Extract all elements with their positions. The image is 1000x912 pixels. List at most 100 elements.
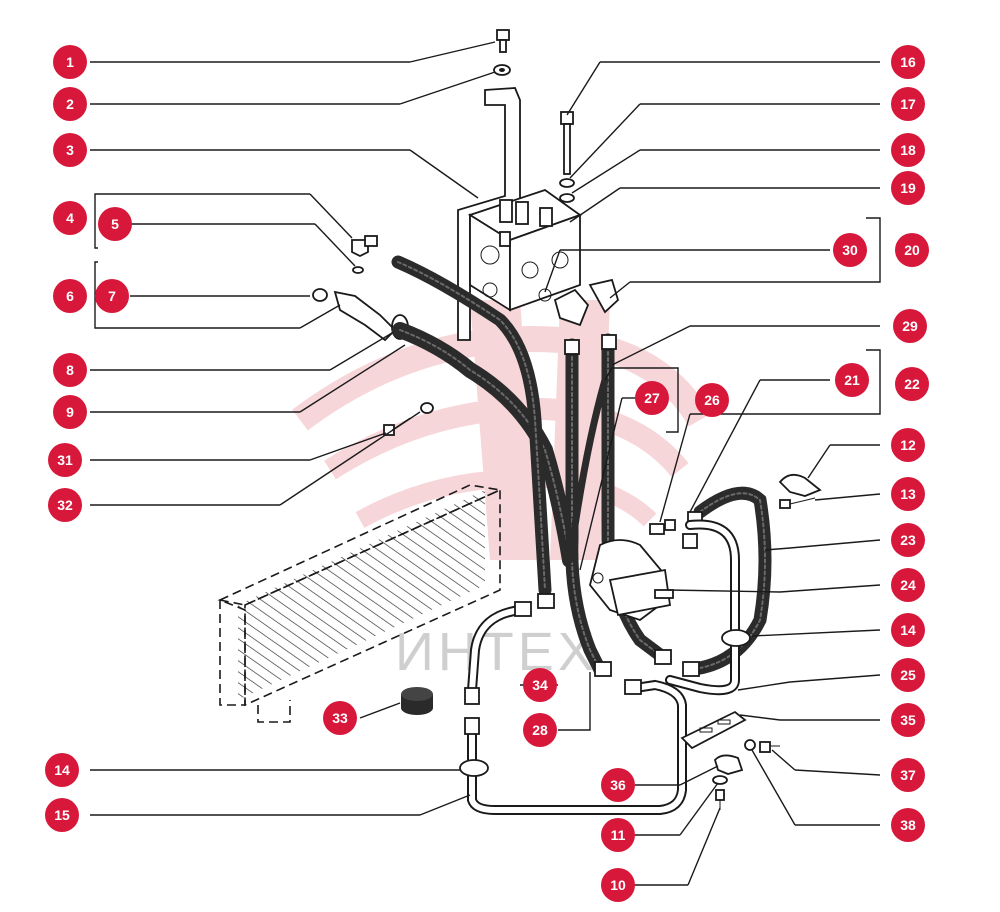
- callout-circle: [523, 668, 557, 702]
- callout-number: 26: [704, 392, 720, 408]
- callout-badge: 14: [891, 613, 925, 647]
- washer-11: [712, 775, 728, 785]
- callout-circle: [891, 477, 925, 511]
- callout-circle: [53, 87, 87, 121]
- washers-17-18: [559, 178, 575, 203]
- plate-35: [680, 710, 747, 750]
- callout-badge: 31: [48, 443, 82, 477]
- callout-number: 6: [66, 288, 74, 304]
- callout-circle: [53, 133, 87, 167]
- callout-circle: [891, 613, 925, 647]
- callout-badge: 4: [53, 201, 87, 235]
- clamp-36: [713, 754, 744, 775]
- callout-badge: 12: [891, 428, 925, 462]
- callout-badge: 3: [53, 133, 87, 167]
- callout-number: 30: [842, 242, 858, 258]
- callout-circle: [53, 279, 87, 313]
- callout-badge: 27: [635, 381, 669, 415]
- callout-number: 20: [904, 242, 920, 258]
- elbow-fittings-20: [553, 278, 620, 355]
- callout-badge: 26: [695, 383, 729, 417]
- o-ring-7: [312, 288, 328, 302]
- bolt-13: [779, 497, 816, 509]
- leader-lines: [90, 41, 881, 886]
- bolt-1: [496, 29, 510, 53]
- callout-circle: [891, 87, 925, 121]
- callout-badge: 9: [53, 395, 87, 429]
- elbow-fitting-4: [351, 235, 378, 274]
- callout-badge: 5: [98, 207, 132, 241]
- callout-badge: 28: [523, 713, 557, 747]
- callout-circle: [891, 758, 925, 792]
- callout-number: 33: [332, 710, 348, 726]
- callout-circle: [45, 798, 79, 832]
- callout-number: 16: [900, 54, 916, 70]
- callout-number: 21: [844, 372, 860, 388]
- cap-33: [401, 687, 433, 715]
- callout-badge: 22: [895, 367, 929, 401]
- callout-number: 38: [900, 817, 916, 833]
- pipe-15: [459, 679, 687, 815]
- hose-8: [391, 255, 552, 597]
- callout-badge: 24: [891, 568, 925, 602]
- callout-badge: 15: [45, 798, 79, 832]
- callout-circle: [833, 233, 867, 267]
- callout-number: 34: [532, 677, 548, 693]
- callout-circle: [891, 658, 925, 692]
- callout-circle: [635, 381, 669, 415]
- callout-circle: [891, 808, 925, 842]
- callout-badge: 20: [895, 233, 929, 267]
- callout-badge: 23: [891, 523, 925, 557]
- callout-circle: [895, 367, 929, 401]
- callout-number: 11: [611, 827, 626, 843]
- callout-number: 24: [900, 577, 916, 593]
- washer-2: [493, 64, 511, 76]
- callout-badge: 14: [45, 753, 79, 787]
- callout-number: 18: [900, 142, 916, 158]
- callout-badge: 10: [601, 868, 635, 902]
- callout-badge: 8: [53, 353, 87, 387]
- fittings-21-22: [649, 511, 703, 549]
- callout-badge: 18: [891, 133, 925, 167]
- callout-circle: [601, 768, 635, 802]
- bolt-10: [715, 789, 725, 810]
- callout-circle: [53, 395, 87, 429]
- callout-badge: 2: [53, 87, 87, 121]
- callout-badge: 17: [891, 87, 925, 121]
- callout-circle: [48, 443, 82, 477]
- callout-circle: [601, 818, 635, 852]
- callout-number: 22: [904, 376, 920, 392]
- callout-circle: [891, 45, 925, 79]
- callout-number: 4: [66, 210, 74, 226]
- callout-circle: [891, 428, 925, 462]
- callout-number: 36: [610, 777, 626, 793]
- callout-number: 3: [66, 142, 74, 158]
- callout-number: 13: [900, 486, 916, 502]
- callout-number: 9: [66, 404, 74, 420]
- pipe-25: [665, 519, 751, 696]
- callout-badge: 1: [53, 45, 87, 79]
- callout-badge: 29: [893, 309, 927, 343]
- callout-badge: 34: [523, 668, 557, 702]
- pipe-34: [464, 605, 525, 705]
- valve-block: [467, 189, 582, 312]
- callout-badge: 6: [53, 279, 87, 313]
- callout-badge: 32: [48, 488, 82, 522]
- callout-circle: [893, 309, 927, 343]
- callout-badge: 13: [891, 477, 925, 511]
- pipe-fittings: [514, 593, 700, 695]
- callout-circle: [835, 363, 869, 397]
- callout-badge: 11: [601, 818, 635, 852]
- callout-circle: [523, 713, 557, 747]
- callout-circle: [48, 488, 82, 522]
- callout-badge: 19: [891, 171, 925, 205]
- callout-number: 14: [54, 762, 70, 778]
- callout-circle: [98, 207, 132, 241]
- callout-number: 12: [900, 437, 916, 453]
- callout-number: 35: [900, 712, 916, 728]
- callout-number: 19: [900, 180, 916, 196]
- callout-circle: [891, 523, 925, 557]
- callout-circle: [695, 383, 729, 417]
